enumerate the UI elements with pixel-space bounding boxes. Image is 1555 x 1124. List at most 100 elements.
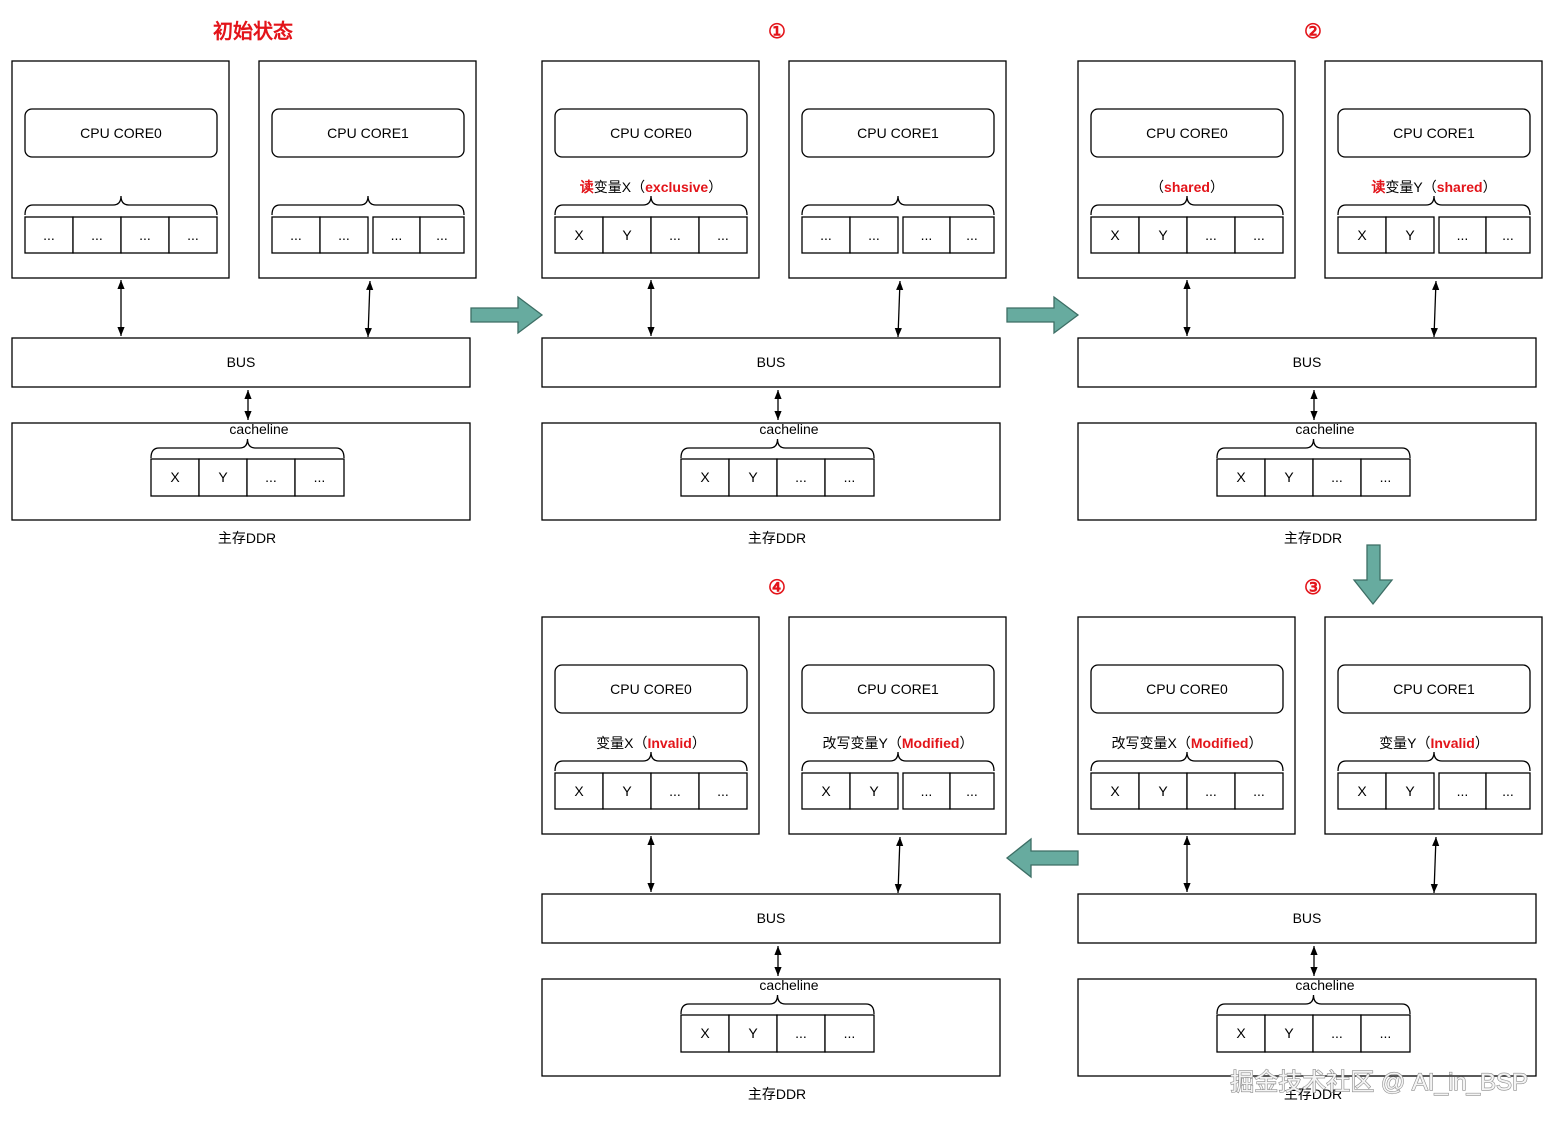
bus-box bbox=[541, 337, 1001, 388]
memory-cell-label: Y bbox=[748, 469, 758, 485]
memory-cell-label: ... bbox=[844, 469, 856, 485]
memory-cell-label: X bbox=[700, 1025, 710, 1041]
cache-cell bbox=[801, 216, 851, 254]
memory-cell-label: ... bbox=[795, 1025, 807, 1041]
cacheline-label: cacheline bbox=[759, 977, 818, 993]
cache-cell-label: ... bbox=[1457, 227, 1469, 243]
cache-cell-label: Y bbox=[1158, 783, 1168, 799]
cache-cell bbox=[849, 772, 899, 810]
memory-cell-label: ... bbox=[844, 1025, 856, 1041]
cache-cell-label: ... bbox=[290, 227, 302, 243]
cache-cell-label: ... bbox=[868, 227, 880, 243]
cpu-core-1-box bbox=[271, 108, 465, 158]
cache-state-note: 改写变量Y（Modified） bbox=[823, 735, 974, 751]
cache-cell bbox=[1090, 216, 1140, 254]
cpu-core-0-label: CPU CORE0 bbox=[610, 681, 692, 697]
bus-label: BUS bbox=[1293, 354, 1322, 370]
cache-line-brace bbox=[1090, 751, 1284, 772]
cache-cell bbox=[698, 772, 748, 810]
cpu-core-1-box bbox=[1337, 108, 1531, 158]
cache-state-note-segment: （ bbox=[1150, 179, 1164, 195]
memory-cell bbox=[1264, 458, 1314, 497]
cache-cell-label: X bbox=[574, 783, 584, 799]
bus-box bbox=[541, 893, 1001, 944]
cache-line-brace bbox=[554, 195, 748, 216]
cache-cell bbox=[902, 216, 951, 254]
memory-cell-label: Y bbox=[748, 1025, 758, 1041]
cpu-core-1-unit: CPU CORE1............ bbox=[788, 60, 1007, 279]
cache-cell-label: ... bbox=[1457, 783, 1469, 799]
cache-cell-label: ... bbox=[669, 783, 681, 799]
memory-cell-label: X bbox=[700, 469, 710, 485]
memory-cell bbox=[150, 458, 200, 497]
cache-cell bbox=[554, 216, 604, 254]
cache-state-note-segment: Modified bbox=[1191, 735, 1249, 751]
cache-cell-label: X bbox=[1110, 783, 1120, 799]
memory-cell bbox=[1360, 1014, 1411, 1053]
cpu-core-1-box bbox=[801, 108, 995, 158]
cache-cell-label: X bbox=[574, 227, 584, 243]
panel-title: ② bbox=[1304, 21, 1322, 43]
cache-cell-label: X bbox=[1110, 227, 1120, 243]
cache-cell bbox=[1485, 772, 1531, 810]
cache-state-note-segment: ） bbox=[1210, 179, 1224, 195]
memory-cell bbox=[1360, 458, 1411, 497]
cache-cell bbox=[1485, 216, 1531, 254]
cache-cell bbox=[168, 216, 218, 254]
cacheline-label: cacheline bbox=[1295, 977, 1354, 993]
memory-cell bbox=[198, 458, 248, 497]
memory-cell-label: Y bbox=[1284, 1025, 1294, 1041]
cache-cell-label: ... bbox=[1502, 227, 1514, 243]
memory-cell-label: Y bbox=[1284, 469, 1294, 485]
cache-cell-label: ... bbox=[921, 227, 933, 243]
memory-cell-label: ... bbox=[1380, 469, 1392, 485]
cpu-core-0-label: CPU CORE0 bbox=[610, 125, 692, 141]
memory-cacheline-brace bbox=[150, 438, 345, 459]
cpu-core-0-label: CPU CORE0 bbox=[1146, 681, 1228, 697]
core-1-bus-arrow bbox=[894, 836, 904, 894]
transition-arrow-right bbox=[1006, 295, 1080, 335]
cache-state-note-segment: ） bbox=[959, 735, 973, 751]
cache-cell bbox=[24, 216, 74, 254]
cpu-core-0-box bbox=[554, 664, 748, 714]
cpu-core-1-box bbox=[801, 664, 995, 714]
cache-state-note: 变量X（Invalid） bbox=[596, 735, 706, 751]
cpu-core-0-box bbox=[1090, 108, 1284, 158]
memory-cell bbox=[1264, 1014, 1314, 1053]
cache-cell-label: Y bbox=[869, 783, 879, 799]
cache-state-note-segment: 改写变量X（ bbox=[1112, 735, 1191, 751]
cpu-core-0-box bbox=[554, 108, 748, 158]
cache-cell-label: ... bbox=[1502, 783, 1514, 799]
memory-cell-label: ... bbox=[314, 469, 326, 485]
bus-label: BUS bbox=[757, 354, 786, 370]
memory-cell bbox=[776, 458, 826, 497]
cache-state-note-segment: 变量X（ bbox=[594, 179, 645, 195]
cache-state-note-segment: exclusive bbox=[645, 179, 708, 195]
cache-state-note-segment: Invalid bbox=[647, 735, 691, 751]
cache-cell-label: ... bbox=[436, 227, 448, 243]
cache-cell-label: ... bbox=[1205, 227, 1217, 243]
cache-line-brace bbox=[1337, 751, 1531, 772]
cache-cell bbox=[72, 216, 122, 254]
cache-line-brace bbox=[271, 195, 465, 216]
main-memory-caption: 主存DDR bbox=[1284, 530, 1342, 546]
cache-cell-label: X bbox=[1357, 227, 1367, 243]
bus-box bbox=[1077, 337, 1537, 388]
cache-cell-label: X bbox=[821, 783, 831, 799]
core-1-bus-arrow bbox=[364, 280, 374, 338]
cache-state-note: 改写变量X（Modified） bbox=[1112, 735, 1263, 751]
cpu-core-1-unit: CPU CORE1............ bbox=[258, 60, 477, 279]
memory-cacheline-brace bbox=[1216, 994, 1411, 1015]
cache-state-note: 变量Y（Invalid） bbox=[1379, 735, 1489, 751]
cpu-core-1-label: CPU CORE1 bbox=[1393, 681, 1475, 697]
memory-cell bbox=[728, 458, 778, 497]
transition-arrow-right bbox=[470, 295, 544, 335]
cache-cell bbox=[602, 216, 652, 254]
cache-state-note-segment: 变量Y（ bbox=[1385, 179, 1436, 195]
